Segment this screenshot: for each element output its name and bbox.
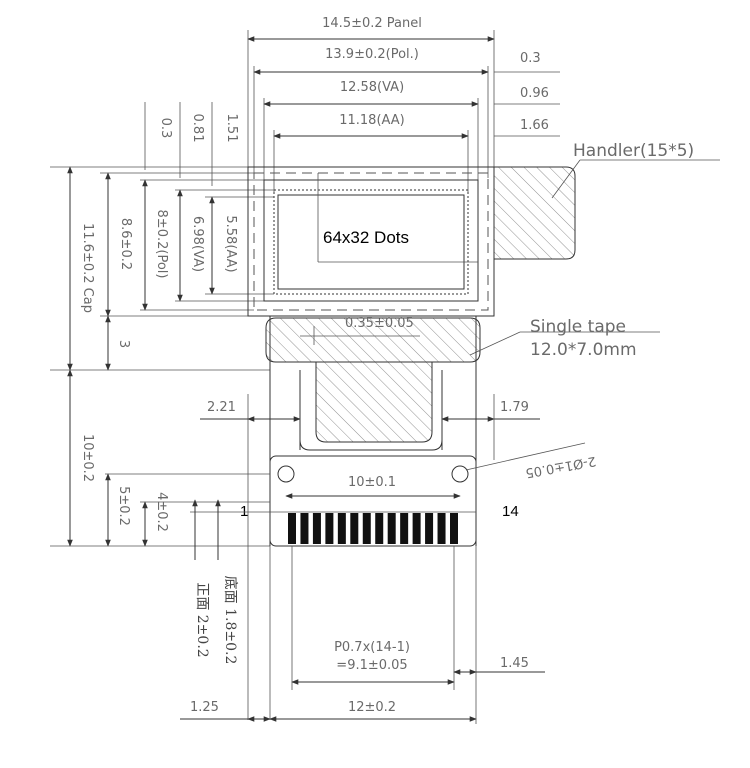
fpc-dimensions: 2.21 1.79 5±0.2 4±0.2 正面 2±0.2 底面 1.8±0.… xyxy=(105,394,545,724)
handler-tab: Handler(15*5) xyxy=(493,141,720,260)
contact-pad xyxy=(437,513,446,544)
dim-pitch-line2: =9.1±0.05 xyxy=(336,658,407,673)
pin-1-label: 1 xyxy=(240,503,248,520)
dim-bottom-1-25: 1.25 xyxy=(190,700,219,715)
dim-hole-diameter: 2-Ø1±0.05 xyxy=(524,453,597,480)
dim-bottom-width: 12±0.2 xyxy=(348,700,396,715)
dim-panel-height: 8.6±0.2 xyxy=(118,218,133,270)
dim-panel-width: 14.5±0.2 Panel xyxy=(322,16,422,31)
mount-hole-right xyxy=(451,465,469,483)
single-tape: 0.35±0.05 Single tape 12.0*7.0mm xyxy=(265,316,660,363)
dim-right-1-66: 1.66 xyxy=(520,118,549,133)
oled-panel: 64x32 Dots xyxy=(247,166,495,317)
top-dimensions: 14.5±0.2 Panel 13.9±0.2(Pol.) 12.58(VA) … xyxy=(247,16,560,192)
contact-pad xyxy=(400,513,409,544)
contact-pad xyxy=(375,513,384,544)
dim-three: 3 xyxy=(116,340,131,348)
dim-right-0-96: 0.96 xyxy=(520,86,549,101)
contact-pad xyxy=(412,513,421,544)
handler-label: Handler(15*5) xyxy=(573,141,694,161)
contact-pad xyxy=(387,513,396,544)
dim-aa-height: 5.58(AA) xyxy=(223,215,238,272)
contact-pad xyxy=(350,513,359,544)
mount-hole-left xyxy=(277,465,295,483)
dim-left-2-21: 2.21 xyxy=(207,400,236,415)
front-thickness-label: 正面 2±0.2 xyxy=(194,582,210,657)
dim-pitch-line1: P0.7x(14-1) xyxy=(334,640,410,655)
dim-hole-spacing: 10±0.1 xyxy=(348,475,396,490)
contact-pad xyxy=(362,513,371,544)
contact-pad xyxy=(300,513,309,544)
dim-fpc-height: 10±0.2 xyxy=(80,434,95,482)
dim-right-0-3: 0.3 xyxy=(520,51,541,66)
dim-four: 4±0.2 xyxy=(154,492,169,532)
dim-top-0-81: 0.81 xyxy=(190,114,205,143)
dim-pol-width: 13.9±0.2(Pol.) xyxy=(325,47,419,62)
dim-top-0-3: 0.3 xyxy=(158,118,173,139)
contact-pad xyxy=(450,513,458,544)
left-dimensions: 11.6±0.2 Cap 8.6±0.2 8±0.2(Pol) 6.98(VA)… xyxy=(50,166,274,547)
contact-pad xyxy=(337,513,346,544)
dim-cap-height: 11.6±0.2 Cap xyxy=(80,223,95,313)
dim-aa-width: 11.18(AA) xyxy=(339,113,405,128)
contact-pads xyxy=(288,513,458,544)
dim-top-1-51: 1.51 xyxy=(224,114,239,143)
dim-five: 5±0.2 xyxy=(116,486,131,526)
tape-label-line1: Single tape xyxy=(530,317,626,337)
display-resolution-label: 64x32 Dots xyxy=(323,228,409,247)
dim-va-height: 6.98(VA) xyxy=(190,216,205,272)
contact-pad xyxy=(325,513,334,544)
dim-right-1-45: 1.45 xyxy=(500,656,529,671)
back-thickness-label: 底面 1.8±0.2 xyxy=(222,576,238,665)
top-left-dimensions: 0.3 0.81 1.51 xyxy=(144,102,239,186)
dim-tape-offset: 0.35±0.05 xyxy=(345,316,414,331)
fpc-cable: 10±0.1 2-Ø1±0.05 1 14 xyxy=(240,316,597,547)
contact-pad xyxy=(425,513,434,544)
contact-pad xyxy=(312,513,321,544)
dim-pol-height: 8±0.2(Pol) xyxy=(154,210,169,279)
dim-right-1-79: 1.79 xyxy=(500,400,529,415)
contact-pad xyxy=(288,513,296,544)
dim-va-width: 12.58(VA) xyxy=(340,80,404,95)
tape-label-line2: 12.0*7.0mm xyxy=(530,340,637,360)
pin-14-label: 14 xyxy=(502,503,519,520)
